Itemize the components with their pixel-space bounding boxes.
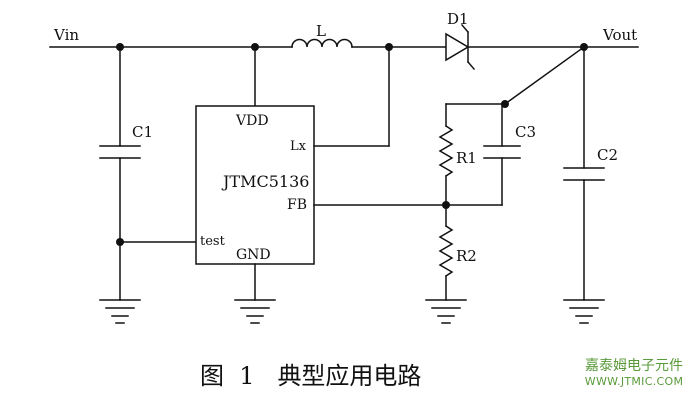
label-diode: D1 — [447, 10, 469, 28]
ground-chip — [234, 299, 276, 324]
wire-diagonal — [503, 45, 586, 106]
junction-fb — [442, 201, 450, 209]
junction-vout — [580, 43, 588, 51]
label-c3: C3 — [515, 123, 536, 141]
label-pin-vdd: VDD — [235, 113, 269, 129]
watermark-name: 嘉泰姆电子元件 — [585, 358, 683, 374]
ground-r2 — [425, 299, 467, 324]
ground-c2 — [563, 299, 605, 324]
junction-c1-top — [116, 43, 124, 51]
label-pin-gnd: GND — [236, 247, 271, 263]
label-vin: Vin — [53, 26, 79, 44]
resistor-r2 — [438, 224, 454, 278]
resistor-r1 — [438, 124, 454, 178]
junction-lx — [385, 43, 393, 51]
figure-caption: 图 1 典型应用电路 — [200, 356, 500, 390]
label-r1: R1 — [456, 149, 477, 167]
watermark-url: WWW.JTMIC.COM — [584, 375, 684, 388]
caption-title: 典型应用电路 — [277, 362, 422, 390]
ground-c1 — [99, 299, 141, 324]
chip-body — [195, 105, 315, 265]
watermark: 嘉泰姆电子元件 WWW.JTMIC.COM — [578, 357, 690, 389]
label-r2: R2 — [456, 247, 477, 265]
label-pin-lx: Lx — [290, 139, 307, 154]
label-c1: C1 — [132, 123, 153, 141]
label-inductor: L — [316, 22, 326, 40]
junction-divider-top — [501, 100, 509, 108]
junction-vdd — [251, 43, 259, 51]
label-c2: C2 — [597, 146, 618, 164]
label-vout: Vout — [602, 26, 637, 44]
junction-test — [116, 238, 124, 246]
label-pin-test: test — [200, 234, 226, 249]
inductor-l — [291, 38, 353, 48]
caption-figure: 图 — [200, 362, 224, 390]
label-chip: JTMC5136 — [221, 172, 309, 191]
caption-number: 1 — [239, 362, 255, 390]
label-pin-fb: FB — [287, 197, 307, 213]
